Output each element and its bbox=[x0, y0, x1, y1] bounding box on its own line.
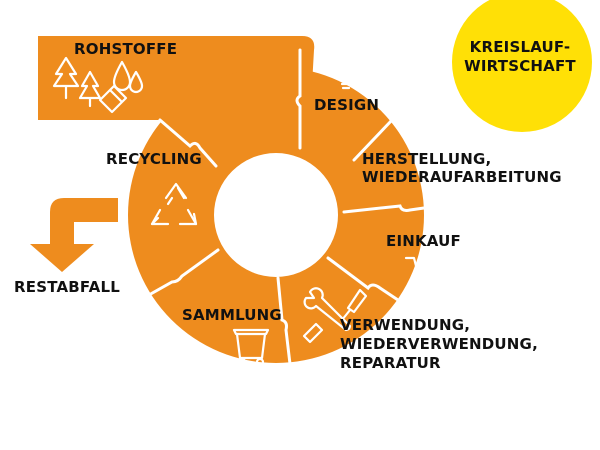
label-line: DESIGN bbox=[314, 96, 379, 114]
cycle-shape bbox=[30, 36, 424, 363]
divider-sammlung-recycling bbox=[138, 248, 220, 302]
divider-verwendung-sammlung bbox=[276, 276, 292, 366]
stage-label-sammlung: SAMMLUNG bbox=[182, 306, 282, 324]
label-line: KREISLAUF- bbox=[470, 38, 571, 56]
stage-label-herstellung: HERSTELLUNG,WIEDERAUFARBEITUNG bbox=[362, 150, 562, 186]
trees-drops-icon bbox=[52, 56, 144, 114]
label-line: WIEDERAUFARBEITUNG bbox=[362, 168, 562, 186]
divider-einkauf-verwendung bbox=[326, 256, 406, 306]
title-text: KREISLAUF-WIRTSCHAFT bbox=[464, 38, 576, 75]
tools-icon bbox=[302, 287, 368, 344]
label-line: HERSTELLUNG, bbox=[362, 150, 491, 168]
recycle-icon bbox=[150, 182, 198, 226]
residual-waste-arrow bbox=[30, 198, 118, 272]
divider-herstellung-einkauf bbox=[342, 204, 440, 214]
label-line: RESTABFALL bbox=[14, 278, 120, 296]
label-line: SAMMLUNG bbox=[182, 306, 282, 324]
label-line: RECYCLING bbox=[106, 150, 202, 168]
label-line: REPARATUR bbox=[340, 354, 441, 372]
waste-bin-icon bbox=[232, 328, 270, 367]
label-line: ROHSTOFFE bbox=[74, 40, 177, 58]
stage-label-rohstoffe: ROHSTOFFE bbox=[74, 40, 177, 58]
stage-label-einkauf: EINKAUF bbox=[386, 232, 461, 250]
label-line: VERWENDUNG, bbox=[340, 316, 470, 334]
divider-design-herstellung bbox=[352, 102, 422, 162]
stage-label-recycling: RECYCLING bbox=[106, 150, 202, 168]
label-line: EINKAUF bbox=[386, 232, 461, 250]
factory-icon bbox=[406, 93, 446, 142]
shopping-cart-icon bbox=[404, 256, 450, 293]
stage-label-verwendung: VERWENDUNG,WIEDERVERWENDUNG,REPARATUR bbox=[340, 316, 538, 372]
label-line: WIEDERVERWENDUNG, bbox=[340, 335, 538, 353]
divider-rohstoffe-design bbox=[295, 48, 302, 150]
exit-label-restabfall: RESTABFALL bbox=[14, 278, 120, 296]
title-badge bbox=[452, 0, 592, 132]
lightbulb-icon bbox=[324, 40, 368, 90]
divider-recycling-rohstoffe bbox=[158, 118, 218, 168]
label-line: WIRTSCHAFT bbox=[464, 57, 576, 75]
stage-label-design: DESIGN bbox=[314, 96, 379, 114]
stage-dividers bbox=[118, 48, 440, 366]
cycle-ring bbox=[128, 67, 424, 363]
